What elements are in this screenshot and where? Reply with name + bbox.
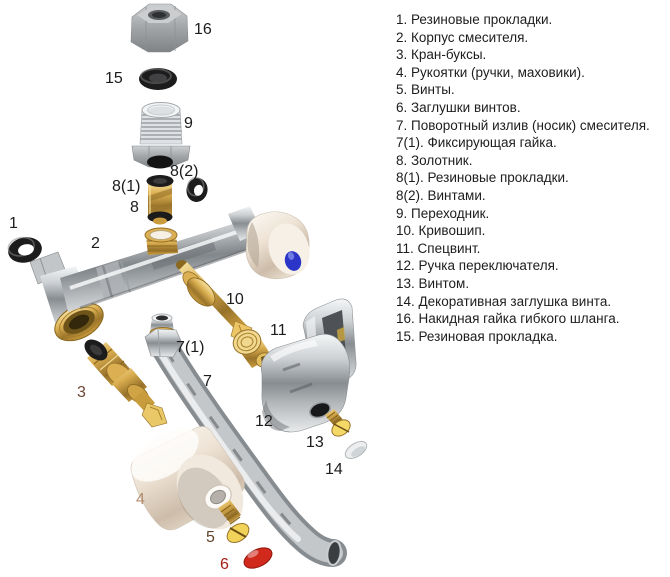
part-8-2-o-ring xyxy=(186,176,208,202)
part-label-8-2: 8(2) xyxy=(170,163,198,180)
legend-item-10: 10. Кривошип. xyxy=(396,223,486,239)
part-label-2: 2 xyxy=(91,235,100,252)
part-label-4: 4 xyxy=(136,491,145,508)
part-label-8: 8 xyxy=(130,199,139,216)
part-label-11: 11 xyxy=(270,322,287,339)
diagram-canvas: 16 15 9 8(2) 8(1) 8 1 2 10 11 7(1) 7 3 1… xyxy=(7,3,368,573)
legend-item-12: 12. Ручка переключателя. xyxy=(396,258,559,274)
legend-item-13: 13. Винтом. xyxy=(396,275,470,291)
legend-item-15: 15. Резиновая прокладка. xyxy=(396,328,558,344)
part-12-diverter-handle xyxy=(261,298,357,433)
legend-item-7: 7. Поворотный излив (носик) смесителя. xyxy=(396,117,650,133)
body-inlet-thread xyxy=(54,302,104,342)
part-label-1: 1 xyxy=(9,215,18,232)
handle-blue-attached xyxy=(228,206,310,280)
diverter-screw-hole xyxy=(309,401,331,419)
part-label-14: 14 xyxy=(325,461,343,478)
part-5-screw xyxy=(218,500,250,544)
part-label-9: 9 xyxy=(184,115,193,132)
part-6-red-cap xyxy=(243,547,273,569)
part-13-screw xyxy=(325,409,351,437)
legend-item-14: 14. Декоративная заглушка винта. xyxy=(396,293,612,309)
part-7-spout xyxy=(152,336,347,567)
part-2-mixer-body xyxy=(29,218,258,342)
part-label-15: 15 xyxy=(105,70,123,87)
part-label-10: 10 xyxy=(226,291,244,308)
legend-item-11: 11. Спецвинт. xyxy=(396,240,481,256)
part-label-13: 13 xyxy=(306,434,324,451)
body-top-thread-port xyxy=(144,227,178,255)
legend-item-7-1: 7(1). Фиксирующая гайка. xyxy=(396,135,557,151)
part-8-spool xyxy=(146,175,174,225)
legend-item-8-1: 8(1). Резиновые прокладки. xyxy=(396,170,569,186)
part-3-valve-cartridge xyxy=(84,339,168,428)
legend-item-2: 2. Корпус смесителя. xyxy=(396,29,529,45)
part-15-gasket xyxy=(139,68,177,90)
legend-item-8-2: 8(2). Винтами. xyxy=(396,187,486,203)
legend-item-3: 3. Кран-буксы. xyxy=(396,47,487,63)
legend-item-16: 16. Накидная гайка гибкого шланга. xyxy=(396,311,620,327)
part-labels: 16 15 9 8(2) 8(1) 8 1 2 10 11 7(1) 7 3 1… xyxy=(9,21,343,573)
part-label-16: 16 xyxy=(194,21,212,38)
legend-item-6: 6. Заглушки винтов. xyxy=(396,99,521,115)
part-7-1-fixing-nut xyxy=(144,313,183,358)
legend-item-8: 8. Золотник. xyxy=(396,152,473,168)
part-14-decorative-cap xyxy=(344,440,368,460)
part-9-adapter xyxy=(131,102,191,169)
parts-legend: 1. Резиновые прокладки. 2. Корпус смесит… xyxy=(396,11,668,345)
part-label-7: 7 xyxy=(203,373,212,390)
spout-outlet xyxy=(326,540,342,566)
part-label-5: 5 xyxy=(206,529,215,546)
part-1-o-ring xyxy=(7,236,42,263)
legend-item-4: 4. Рукоятки (ручки, маховики). xyxy=(396,64,585,80)
part-16-hose-nut xyxy=(130,3,189,53)
part-label-6: 6 xyxy=(220,556,229,573)
part-label-8-1: 8(1) xyxy=(112,178,140,195)
legend-item-1: 1. Резиновые прокладки. xyxy=(396,12,553,27)
part-label-7-1: 7(1) xyxy=(176,339,204,356)
part-label-3: 3 xyxy=(77,384,86,401)
legend-item-5: 5. Винты. xyxy=(396,82,455,98)
part-label-12: 12 xyxy=(255,413,273,430)
legend-item-9: 9. Переходник. xyxy=(396,205,490,221)
